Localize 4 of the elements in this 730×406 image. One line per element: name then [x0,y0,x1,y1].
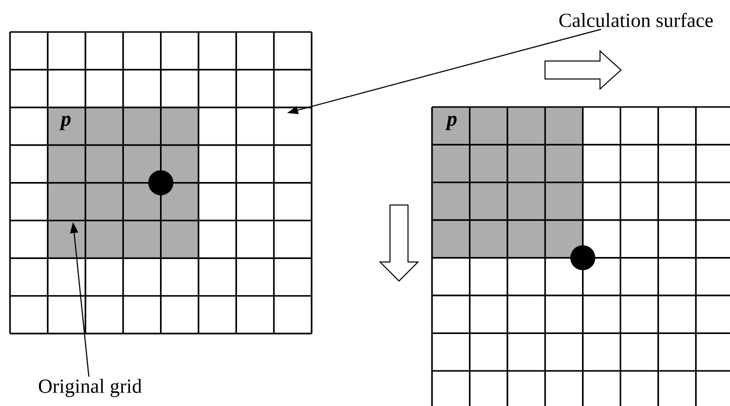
point-label: p [59,116,71,130]
callout-text: Calculation surface [559,12,713,28]
callout-text: Original grid [38,378,142,398]
point-label: p [445,116,457,130]
